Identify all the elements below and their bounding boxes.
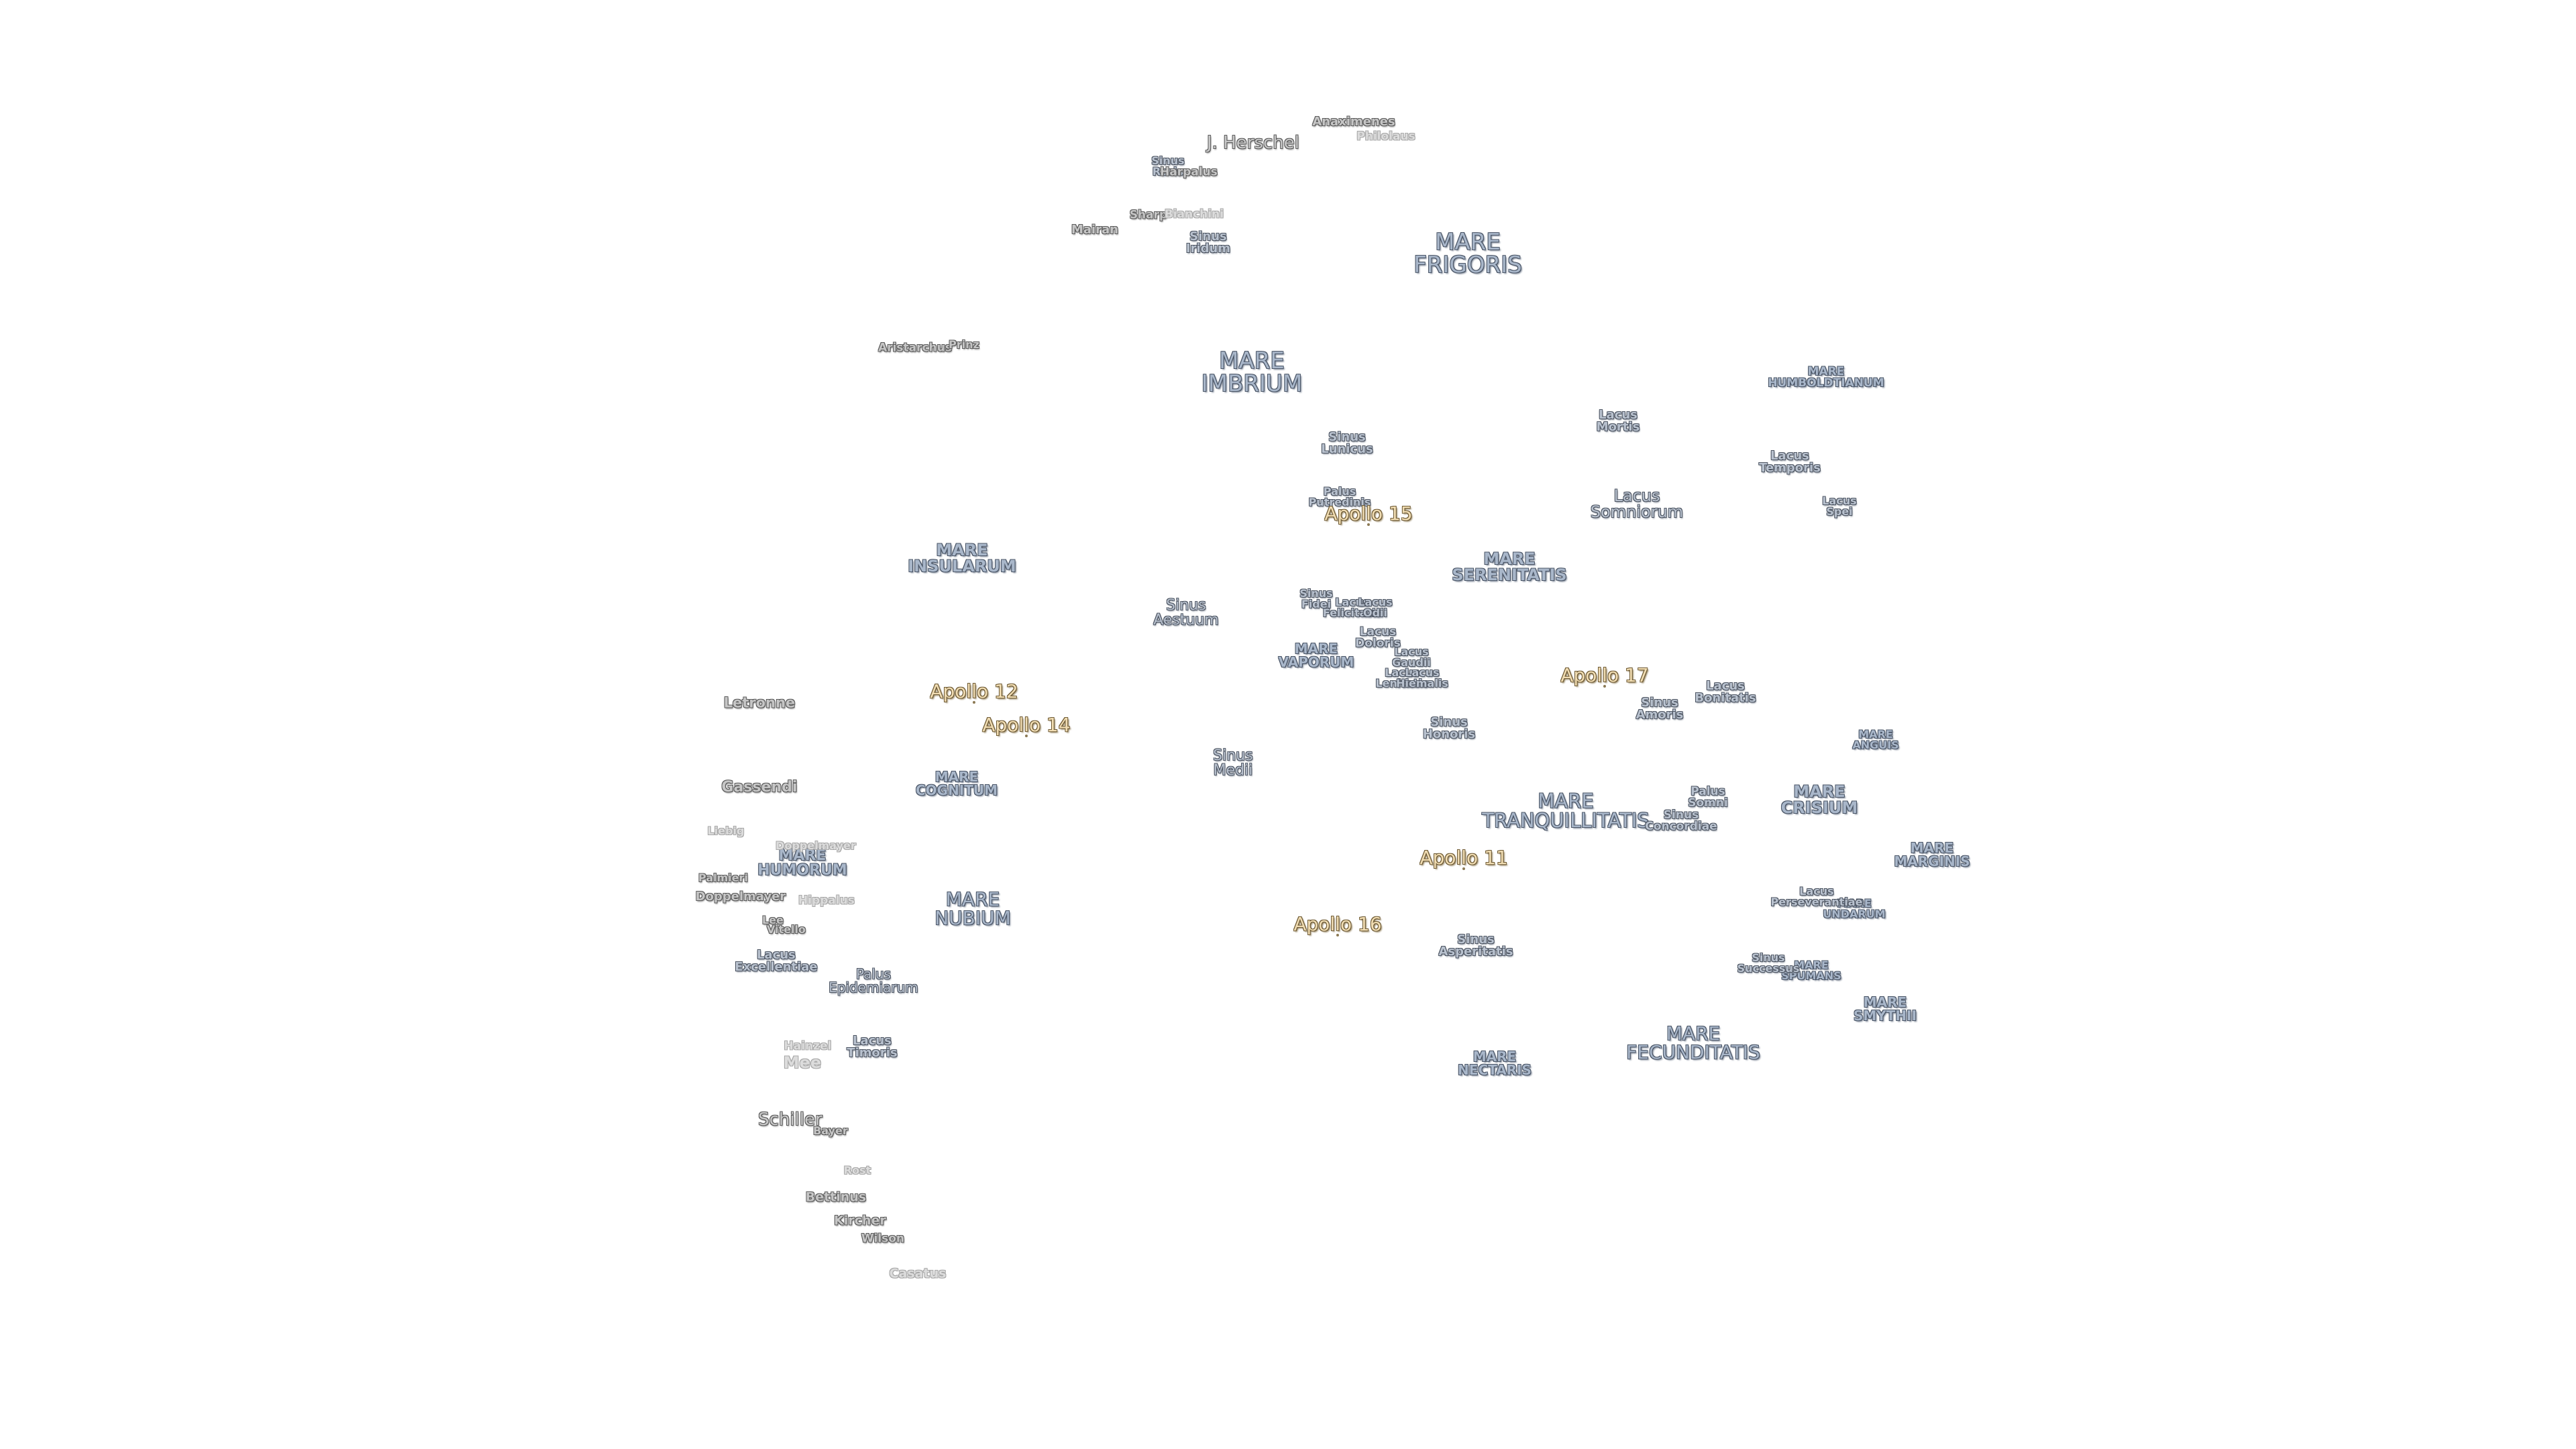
crater-lee-label[interactable]: Lee — [762, 914, 784, 926]
lacus-felicitatis-label[interactable]: Lacus Felicitatis — [1322, 596, 1383, 619]
crater-j-herschel-label[interactable]: J. Herschel — [1207, 133, 1299, 153]
lacus-gaudii-label[interactable]: Lacus Gaudii — [1392, 645, 1431, 669]
lacus-lenitatis-label[interactable]: Lacus Lenitatis — [1375, 666, 1429, 690]
sinus-concordiae-label[interactable]: Sinus Concordiae — [1645, 808, 1717, 833]
crater-harpalus-label[interactable]: Harpalus — [1160, 165, 1218, 179]
lacus-bonitatis-label[interactable]: Lacus Bonitatis — [1695, 679, 1756, 705]
lacus-somniorum-label[interactable]: Lacus Somniorum — [1590, 486, 1684, 521]
lacus-temporis-label[interactable]: Lacus Temporis — [1759, 449, 1821, 475]
crater-bettinus-label[interactable]: Bettinus — [805, 1189, 867, 1205]
lacus-hiemalis-label[interactable]: Lacus Hiemalis — [1396, 666, 1448, 690]
palus-putredinis-label[interactable]: Palus Putredinis — [1308, 485, 1371, 508]
crater-hippalus-label[interactable]: Hippalus — [798, 894, 855, 908]
sinus-aestuum-label[interactable]: Sinus Aestuum — [1153, 597, 1219, 629]
mare-serenitatis-label[interactable]: MARE SERENITATIS — [1452, 549, 1567, 584]
crater-wilson-label[interactable]: Wilson — [861, 1232, 905, 1246]
sinus-fidei-label[interactable]: Sinus Fidei — [1299, 587, 1333, 610]
apollo-16-site-marker — [1336, 934, 1339, 936]
crater-mee-label[interactable]: Mee — [783, 1053, 822, 1072]
mare-humboldtianum-label[interactable]: MARE HUMBOLDTIANUM — [1768, 365, 1884, 390]
apollo-12-label[interactable]: Apollo 12 — [930, 680, 1018, 702]
apollo-11-label[interactable]: Apollo 11 — [1419, 847, 1508, 869]
apollo-16-label[interactable]: Apollo 16 — [1293, 913, 1382, 935]
mare-cognitum-label[interactable]: MARE COGNITUM — [915, 769, 998, 798]
apollo-17-label[interactable]: Apollo 17 — [1560, 664, 1649, 686]
mare-undarum-label[interactable]: MARE UNDARUM — [1823, 897, 1886, 920]
crater-casatus-label[interactable]: Casatus — [889, 1266, 947, 1281]
crater-mairan-label[interactable]: Mairan — [1071, 223, 1119, 237]
crater-kircher-label[interactable]: Kircher — [834, 1213, 886, 1228]
crater-doppelmayer-label[interactable]: Doppelmayer — [695, 890, 786, 904]
mare-insularum-label[interactable]: MARE INSULARUM — [908, 541, 1016, 576]
crater-hainzel-label[interactable]: Hainzel — [784, 1039, 832, 1053]
mare-frigoris-label[interactable]: MARE FRIGORIS — [1413, 229, 1522, 278]
sinus-amoris-label[interactable]: Sinus Amoris — [1635, 696, 1684, 722]
mare-nubium-label[interactable]: MARE NUBIUM — [934, 888, 1011, 929]
palus-somni-label[interactable]: Palus Somni — [1688, 785, 1728, 810]
mare-anguis-label[interactable]: MARE ANGUIS — [1852, 728, 1899, 751]
crater-bianchini-label[interactable]: Bianchini — [1164, 207, 1224, 221]
crater-sharp-label[interactable]: Sharp — [1129, 208, 1168, 222]
crater-bayer-label[interactable]: Bayer — [813, 1124, 848, 1137]
apollo-11-site-marker — [1462, 867, 1465, 870]
sinus-honoris-label[interactable]: Sinus Honoris — [1422, 715, 1476, 741]
crater-prinz-label[interactable]: Prinz — [949, 338, 979, 351]
sinus-roris-label[interactable]: Sinus Roris — [1151, 154, 1185, 178]
lacus-perseverantiae-label[interactable]: Lacus Perseverantiae — [1770, 885, 1863, 908]
apollo-12-site-marker — [973, 701, 975, 704]
crater-anaximenes-label[interactable]: Anaximenes — [1312, 115, 1395, 129]
lacus-timoris-label[interactable]: Lacus Timoris — [847, 1034, 898, 1060]
mare-crisium-label[interactable]: MARE CRISIUM — [1780, 782, 1858, 817]
mare-humorum-label[interactable]: MARE HUMORUM — [757, 847, 847, 879]
mare-spumans-label[interactable]: MARE SPUMANS — [1781, 959, 1841, 982]
apollo-17-site-marker — [1603, 685, 1606, 688]
apollo-15-label[interactable]: Apollo 15 — [1324, 502, 1413, 525]
apollo-14-label[interactable]: Apollo 14 — [982, 714, 1071, 736]
lacus-spei-label[interactable]: Lacus Spei — [1822, 494, 1857, 518]
crater-aristarchus-label[interactable]: Aristarchus — [878, 341, 952, 355]
crater-liebig-label[interactable]: Liebig — [707, 824, 745, 837]
crater-letronne-label[interactable]: Letronne — [723, 694, 796, 711]
lacus-excellentiae-label[interactable]: Lacus Excellentiae — [735, 948, 818, 974]
mare-fecunditatis-label[interactable]: MARE FECUNDITATIS — [1626, 1022, 1760, 1063]
mare-smythii-label[interactable]: MARE SMYTHII — [1853, 994, 1917, 1024]
palus-epidemiarum-label[interactable]: Palus Epidemiarum — [828, 966, 918, 996]
crater-palmieri-label[interactable]: Palmieri — [698, 871, 748, 884]
mare-tranquillitatis-label[interactable]: MARE TRANQUILLITATIS — [1482, 790, 1650, 832]
crater-schiller-label[interactable]: Schiller — [758, 1110, 822, 1130]
mare-vaporum-label[interactable]: MARE VAPORUM — [1278, 641, 1354, 670]
crater-philolaus-label[interactable]: Philolaus — [1356, 129, 1415, 144]
lacus-mortis-label[interactable]: Lacus Mortis — [1596, 408, 1640, 434]
apollo-14-site-marker — [1025, 735, 1028, 737]
lacus-odii-label[interactable]: Lacus Odii — [1358, 596, 1393, 619]
sinus-asperitatis-label[interactable]: Sinus Asperitatis — [1438, 932, 1513, 959]
lacus-doloris-label[interactable]: Lacus Doloris — [1355, 625, 1401, 650]
mare-nectaris-label[interactable]: MARE NECTARIS — [1458, 1049, 1532, 1078]
sinus-successus-label[interactable]: Sinus Successus — [1737, 951, 1800, 975]
sinus-medii-label[interactable]: Sinus Medii — [1213, 747, 1253, 779]
crater-vitello-label[interactable]: Vitello — [766, 923, 806, 936]
mare-marginis-label[interactable]: MARE MARGINIS — [1894, 840, 1970, 869]
crater-gassendi-label[interactable]: Gassendi — [721, 779, 798, 796]
apollo-15-site-marker — [1367, 523, 1370, 526]
crater-doppelmayer-faint-label[interactable]: Doppelmayer — [775, 839, 856, 852]
sinus-iridum-label[interactable]: Sinus Iridum — [1185, 229, 1231, 256]
sinus-lunicus-label[interactable]: Sinus Lunicus — [1321, 430, 1373, 456]
mare-imbrium-label[interactable]: MARE IMBRIUM — [1201, 347, 1303, 397]
crater-rost-label[interactable]: Rost — [843, 1164, 871, 1177]
